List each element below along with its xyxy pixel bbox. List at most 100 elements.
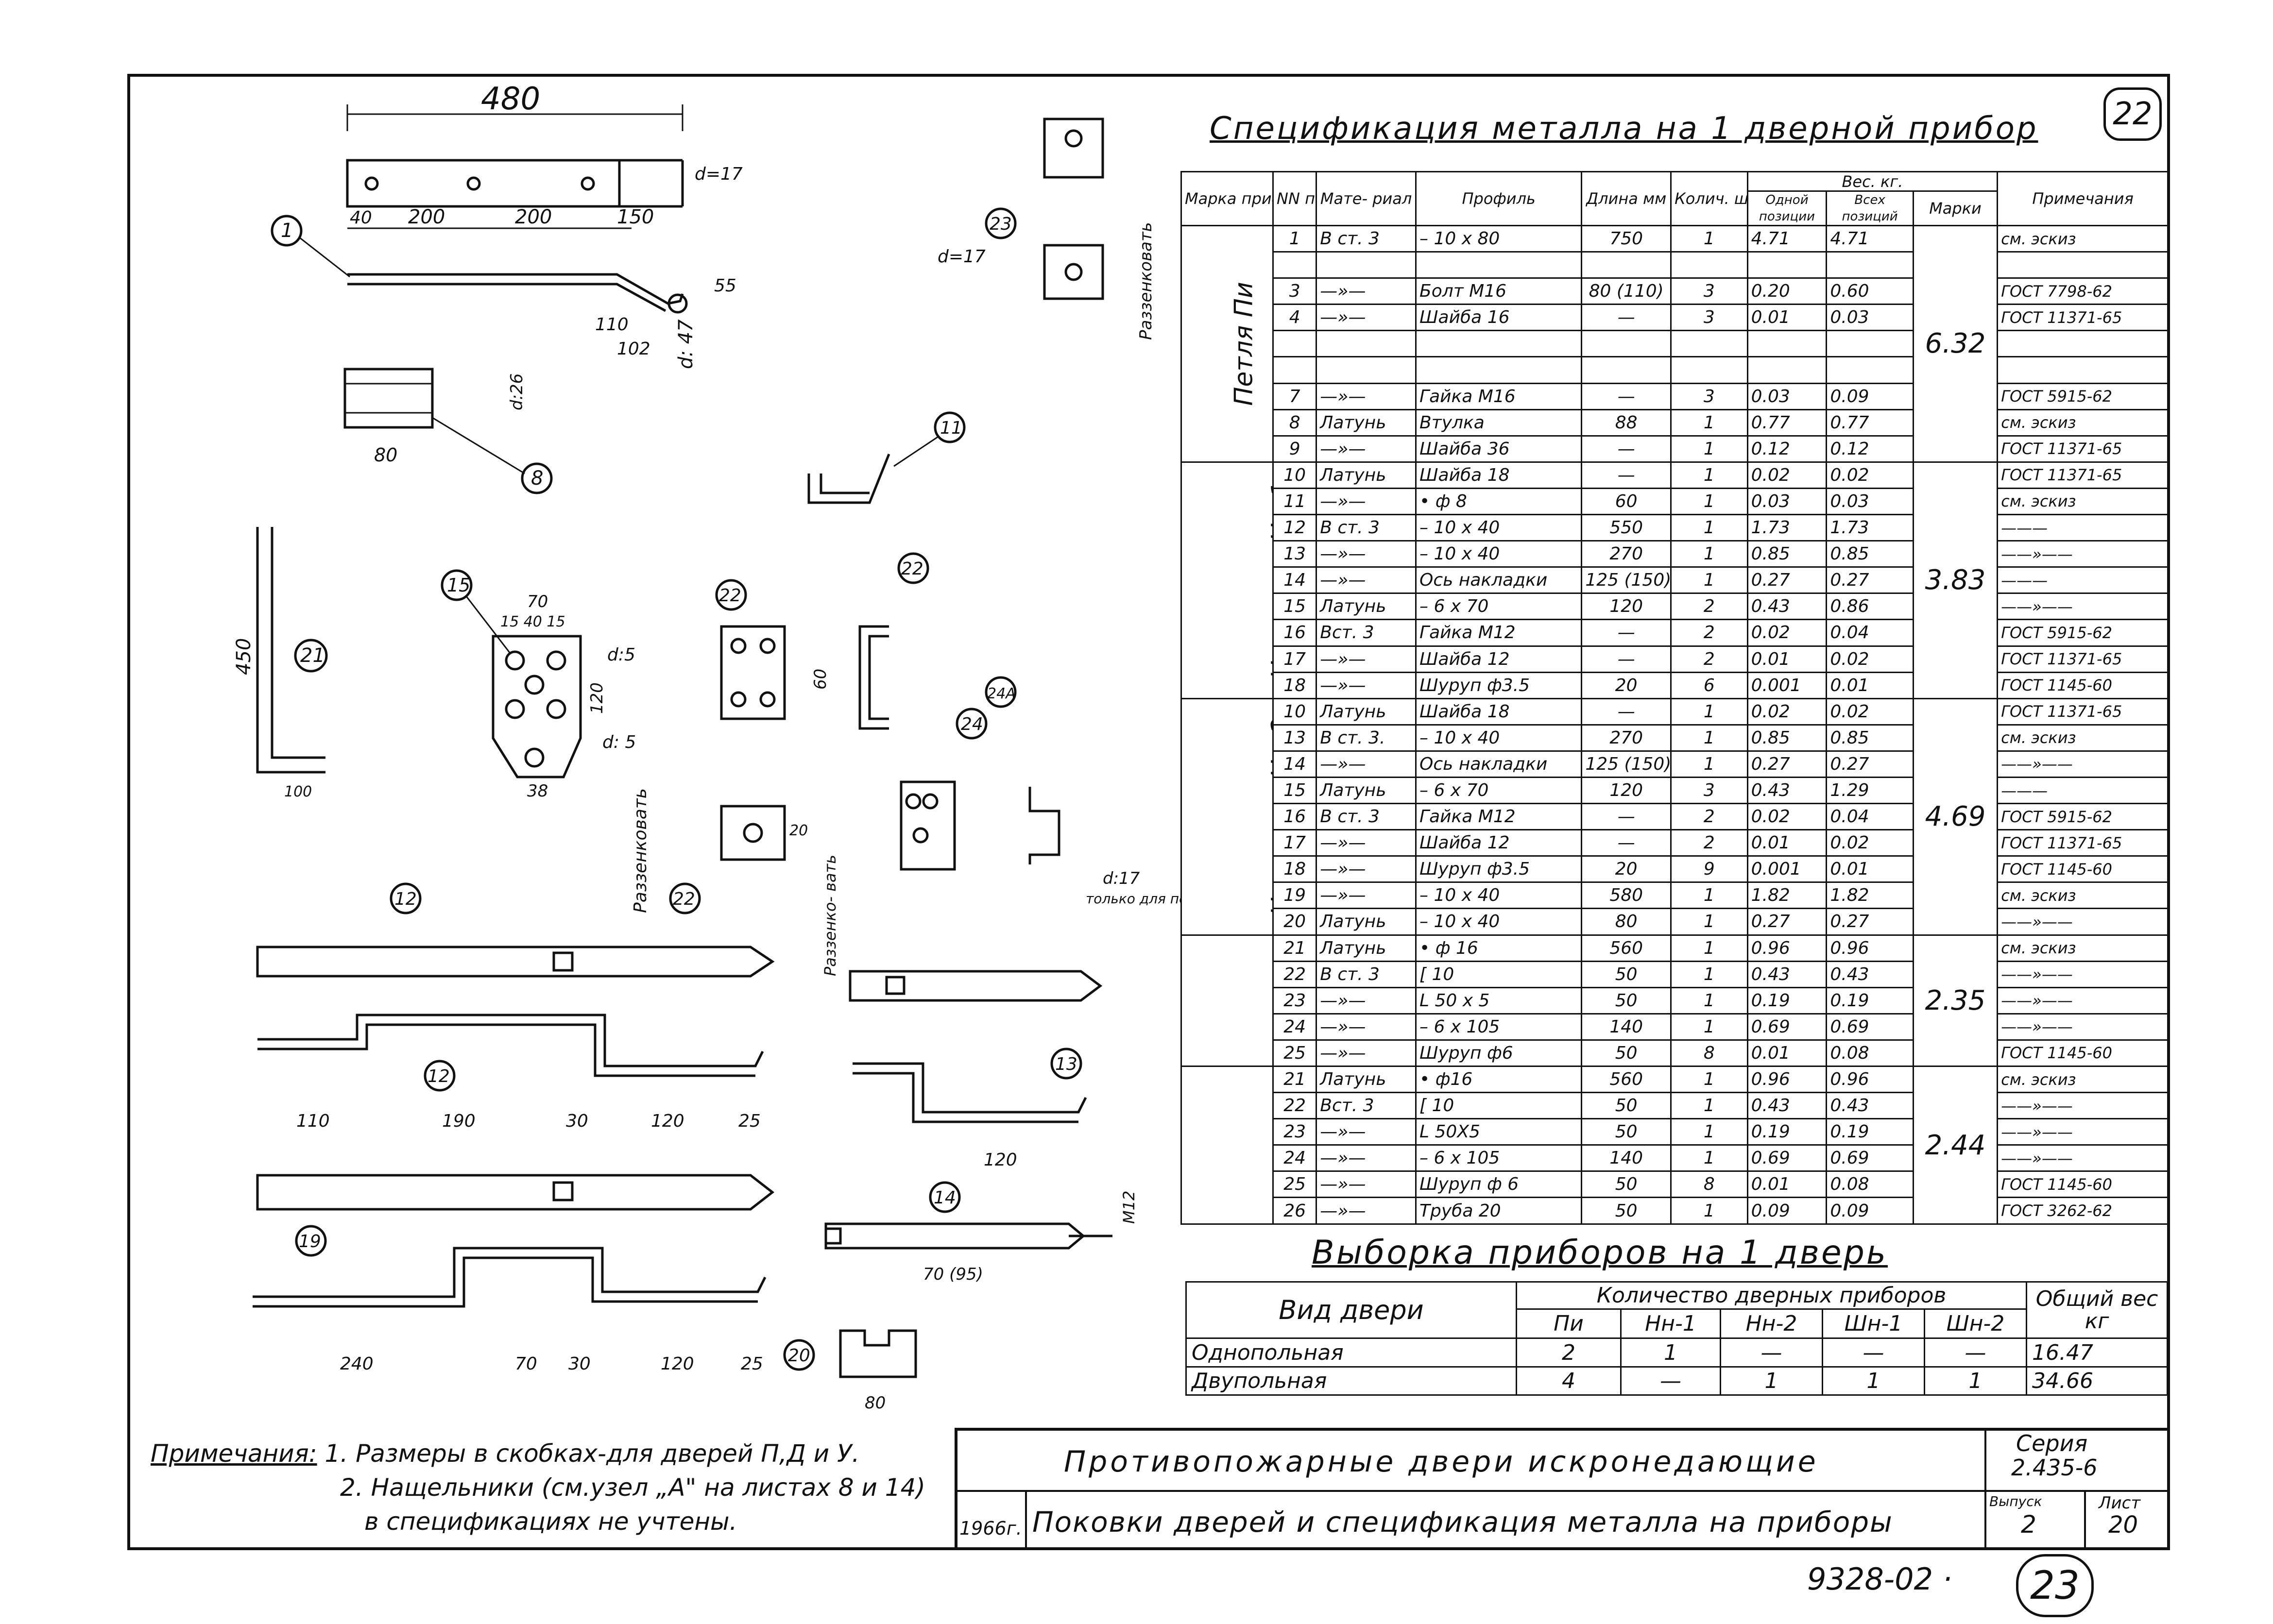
spec-cell-mat: Латунь: [1316, 697, 1417, 726]
spec-cell-len: 270: [1581, 540, 1672, 568]
spec-cell-prof: – 10 х 40: [1415, 908, 1583, 936]
spec-cell-pos: 7: [1272, 382, 1317, 410]
part-15-plate: 70 15 40 15 d:5 120 d: 5 38 15 Раззенков…: [441, 569, 650, 913]
spec-cell-qty: 3: [1670, 382, 1748, 410]
spec-cell-mat: Латунь: [1316, 776, 1417, 805]
spec-row: [1181, 330, 2169, 358]
spec-cell-len: 550: [1581, 514, 1672, 542]
spec-cell-prof: – 6 х 70: [1415, 592, 1583, 621]
selection-title: Выборка приборов на 1 дверь: [1312, 1234, 1888, 1272]
spec-cell-all: 0.01: [1826, 671, 1914, 699]
dim-d47: d: 47: [675, 319, 697, 369]
spec-cell-all: 0.02: [1826, 461, 1914, 489]
spec-cell-one: 1.73: [1746, 514, 1828, 542]
sel-val: —: [1620, 1366, 1721, 1396]
spec-cell-pos: 25: [1272, 1170, 1317, 1199]
spec-cell-one: 0.85: [1746, 540, 1828, 568]
spec-cell-all: 0.04: [1826, 619, 1914, 647]
spec-cell-note: ГОСТ 11371-65: [1997, 829, 2169, 857]
dim-25b: 25: [738, 1111, 761, 1131]
spec-group-name: Шпингалет Шн-2: [1180, 1066, 1274, 1225]
spec-cell-one: 0.43: [1746, 1092, 1828, 1120]
sel-col-shn2: Шн-2: [1923, 1308, 2028, 1339]
hdr-all: Всех позиций: [1826, 190, 1914, 226]
spec-cell-pos: 18: [1272, 671, 1317, 699]
spec-cell-qty: 1: [1670, 461, 1748, 489]
part-label-22a: 22: [719, 586, 741, 606]
spec-cell-note: ———: [1997, 776, 2169, 805]
spec-cell-note: [1997, 356, 2169, 384]
spec-cell-len: 50: [1581, 986, 1672, 1015]
spec-cell-one: 0.01: [1746, 1039, 1828, 1067]
spec-cell-len: 750: [1581, 224, 1672, 253]
spec-cell-mat: Латунь: [1316, 908, 1417, 936]
part-1-strap: 480 40 200 200 150 d=17 110 102 55 d: 47…: [271, 81, 743, 369]
spec-cell-prof: • ф16: [1415, 1065, 1583, 1094]
spec-cell-mat: —»—: [1316, 855, 1417, 883]
spec-cell-mat: —»—: [1316, 382, 1417, 410]
project-title: Противопожарные двери искронедающие: [1064, 1445, 1819, 1479]
dim-190: 190: [442, 1111, 476, 1131]
spec-cell-one: 1.82: [1746, 881, 1828, 910]
spec-cell-pos: 18: [1272, 855, 1317, 883]
spec-cell-mat: В ст. 3.: [1316, 724, 1417, 752]
spec-cell-one: 0.001: [1746, 671, 1828, 699]
note-3: в спецификациях не учтены.: [364, 1507, 737, 1536]
spec-cell-note: ——»——: [1997, 1013, 2169, 1041]
part-20: 20 80: [783, 1329, 917, 1413]
part-22: 22 22 22 60 20: [669, 552, 929, 914]
dim-120d: 120: [661, 1354, 694, 1374]
spec-cell-prof: Шуруп ф 6: [1415, 1170, 1583, 1199]
spec-cell-one: 0.27: [1746, 750, 1828, 778]
hdr-material: Мате- риал: [1316, 171, 1417, 226]
parts-drawing: 480 40 200 200 150 d=17 110 102 55 d: 47…: [233, 81, 1180, 1413]
sel-val: 1: [1923, 1366, 2028, 1396]
hdr-weight: Вес. кг.: [1746, 171, 1999, 192]
spec-cell-qty: 1: [1670, 1013, 1748, 1041]
part-12: 12 12 110 190 30 120 25: [256, 882, 775, 1131]
spec-cell-len: 125 (150): [1581, 750, 1672, 778]
spec-cell-one: 0.43: [1746, 592, 1828, 621]
part-label-11: 11: [940, 418, 962, 438]
spec-cell-pos: 22: [1272, 960, 1317, 988]
spec-cell-mat: —»—: [1316, 986, 1417, 1015]
spec-mark-weight: 2.35: [1912, 934, 1999, 1067]
part-label-15: 15: [447, 575, 470, 596]
spec-cell-qty: [1670, 330, 1748, 358]
spec-cell-pos: 15: [1272, 776, 1317, 805]
sel-row-single: Однопольная 2 1 — — — 16.47: [1185, 1337, 2169, 1368]
spec-cell-qty: 1: [1670, 881, 1748, 910]
spec-cell-note: см. эскиз: [1997, 487, 2169, 516]
spec-cell-note: ГОСТ 1145-60: [1997, 1039, 2169, 1067]
spec-cell-mat: Латунь: [1316, 592, 1417, 621]
spec-cell-note: ГОСТ 5915-62: [1997, 382, 2169, 410]
dim-d5b: d: 5: [602, 732, 636, 752]
spec-cell-pos: 9: [1272, 435, 1317, 463]
spec-cell-prof: Шайба 18: [1415, 697, 1583, 726]
spec-cell-mat: —»—: [1316, 1197, 1417, 1225]
spec-cell-one: 0.96: [1746, 934, 1828, 962]
spec-cell-note: ГОСТ 11371-65: [1997, 461, 2169, 489]
selection-table: Вид двери Количество дверных приборов Об…: [1185, 1281, 2169, 1396]
spec-cell-mat: В ст. 3: [1316, 803, 1417, 831]
dim-m12: М12: [1120, 1191, 1138, 1224]
spec-cell-note: ГОСТ 1145-60: [1997, 855, 2169, 883]
spec-cell-all: [1826, 251, 1914, 279]
spec-cell-qty: 2: [1670, 592, 1748, 621]
razz-24: Раззенко- вать: [821, 855, 839, 976]
spec-cell-qty: 9: [1670, 855, 1748, 883]
dim-120b: 120: [651, 1111, 684, 1131]
spec-cell-mat: В ст. 3: [1316, 514, 1417, 542]
spec-cell-one: 0.19: [1746, 1118, 1828, 1146]
spec-cell-all: 0.85: [1826, 724, 1914, 752]
spec-cell-mat: —»—: [1316, 435, 1417, 463]
spec-cell-note: ———: [1997, 566, 2169, 594]
spec-cell-one: 0.001: [1746, 855, 1828, 883]
spec-cell-prof: Шайба 18: [1415, 461, 1583, 489]
